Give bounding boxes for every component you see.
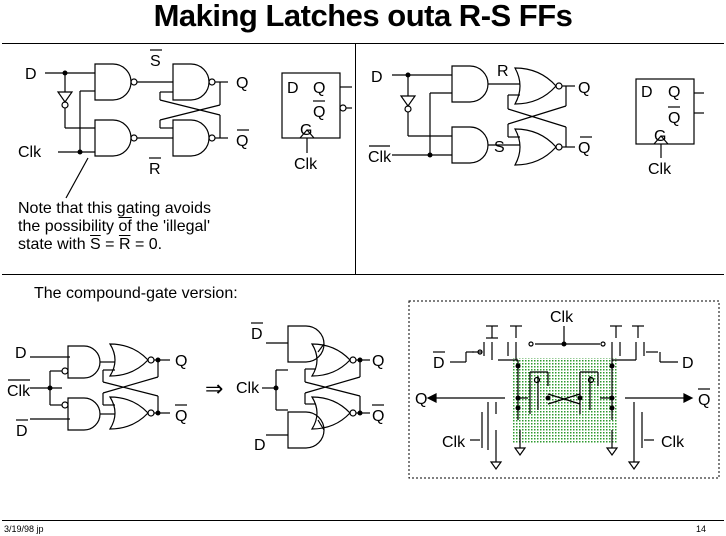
label-r: R [497, 63, 509, 80]
note-line-1: Note that this gating avoids [18, 200, 212, 217]
nand-gate-icon [94, 63, 132, 101]
label-s-bar: S [150, 53, 161, 70]
footer-date: 3/19/98 jp [4, 524, 44, 534]
label-q: Q [236, 75, 248, 92]
label-q: Q [175, 353, 187, 370]
implies-arrow: ⇒ [205, 376, 223, 401]
latch-g-label: G [654, 128, 666, 145]
note-text: = 0. [130, 236, 163, 253]
label-d: D [25, 66, 37, 83]
label-q-bar: Q [175, 408, 187, 425]
note-line-2: the possibility of the 'illegal' [18, 218, 210, 235]
note-text: the 'illegal' [131, 218, 210, 235]
label-q-bar: Q [698, 392, 710, 409]
label-d-bar: D [433, 355, 445, 372]
label-clk-bar: Clk [7, 383, 31, 400]
and-gate-icon [451, 126, 489, 164]
label-q: Q [415, 391, 427, 408]
label-clk: Clk [18, 144, 42, 161]
label-q: Q [372, 353, 384, 370]
latch-g-label: G [300, 122, 312, 139]
note-text: of [118, 218, 132, 235]
latch-q-label: Q [668, 84, 680, 101]
footer-rule [2, 520, 724, 521]
latch-symbol [635, 78, 695, 145]
label-clk: Clk [550, 309, 574, 326]
label-clk-bar: Clk [368, 149, 392, 166]
nand-gated-latch [45, 63, 228, 199]
label-q-bar: Q [236, 133, 248, 150]
compound-gate-caption: The compound-gate version: [34, 285, 238, 302]
note-text: R [118, 236, 131, 253]
label-q-bar: Q [578, 140, 590, 157]
transistor-schematic [408, 300, 720, 479]
latch-d-label: D [641, 84, 653, 101]
label-s: S [494, 139, 505, 156]
footer-page-number: 14 [696, 524, 707, 534]
latch-q-label: Q [313, 80, 325, 97]
nand-gate-icon [172, 63, 210, 101]
label-clk: Clk [442, 434, 466, 451]
nor-gate-icon [108, 343, 149, 377]
and-gate-icon [67, 397, 101, 431]
note-line-3: state with S = R = 0. [18, 236, 162, 253]
latch-q-bar-label: Q [668, 110, 680, 127]
note-text: the possibility [18, 218, 119, 235]
label-q: Q [578, 80, 590, 97]
title-rule [2, 43, 724, 44]
and-gate-icon [67, 345, 101, 379]
and-gate-icon [287, 411, 325, 449]
nor-gated-latch [392, 65, 575, 166]
nor-gate-icon [310, 343, 351, 377]
note-text: = [100, 236, 119, 253]
and-gate-icon [451, 65, 489, 103]
section-rule [2, 274, 724, 275]
label-d: D [371, 69, 383, 86]
label-d: D [254, 437, 266, 454]
page-title: Making Latches outa R-S FFs [153, 0, 573, 33]
nand-gate-icon [172, 119, 210, 157]
latch-symbol [281, 72, 341, 139]
label-d-bar: D [16, 423, 28, 440]
nor-gate-icon [513, 128, 557, 166]
latch-d-label: D [287, 80, 299, 97]
note-text: S [90, 236, 101, 253]
label-q-bar: Q [372, 408, 384, 425]
nor-gate-icon [108, 396, 149, 430]
vertical-divider [355, 44, 356, 274]
label-r-bar: R [149, 161, 161, 178]
label-d-bar: D [251, 326, 263, 343]
nor-gate-icon [513, 67, 557, 105]
merged-compound-latch [262, 325, 370, 449]
note-text: state with [18, 236, 91, 253]
label-d: D [15, 345, 27, 362]
nor-gate-icon [310, 396, 351, 430]
label-clk: Clk [236, 380, 260, 397]
latch-clk-label: Clk [294, 156, 318, 173]
nand-gate-icon [94, 119, 132, 157]
label-clk: Clk [661, 434, 685, 451]
label-d: D [682, 355, 694, 372]
latch-q-bar-label: Q [313, 104, 325, 121]
latch-clk-label: Clk [648, 161, 672, 178]
